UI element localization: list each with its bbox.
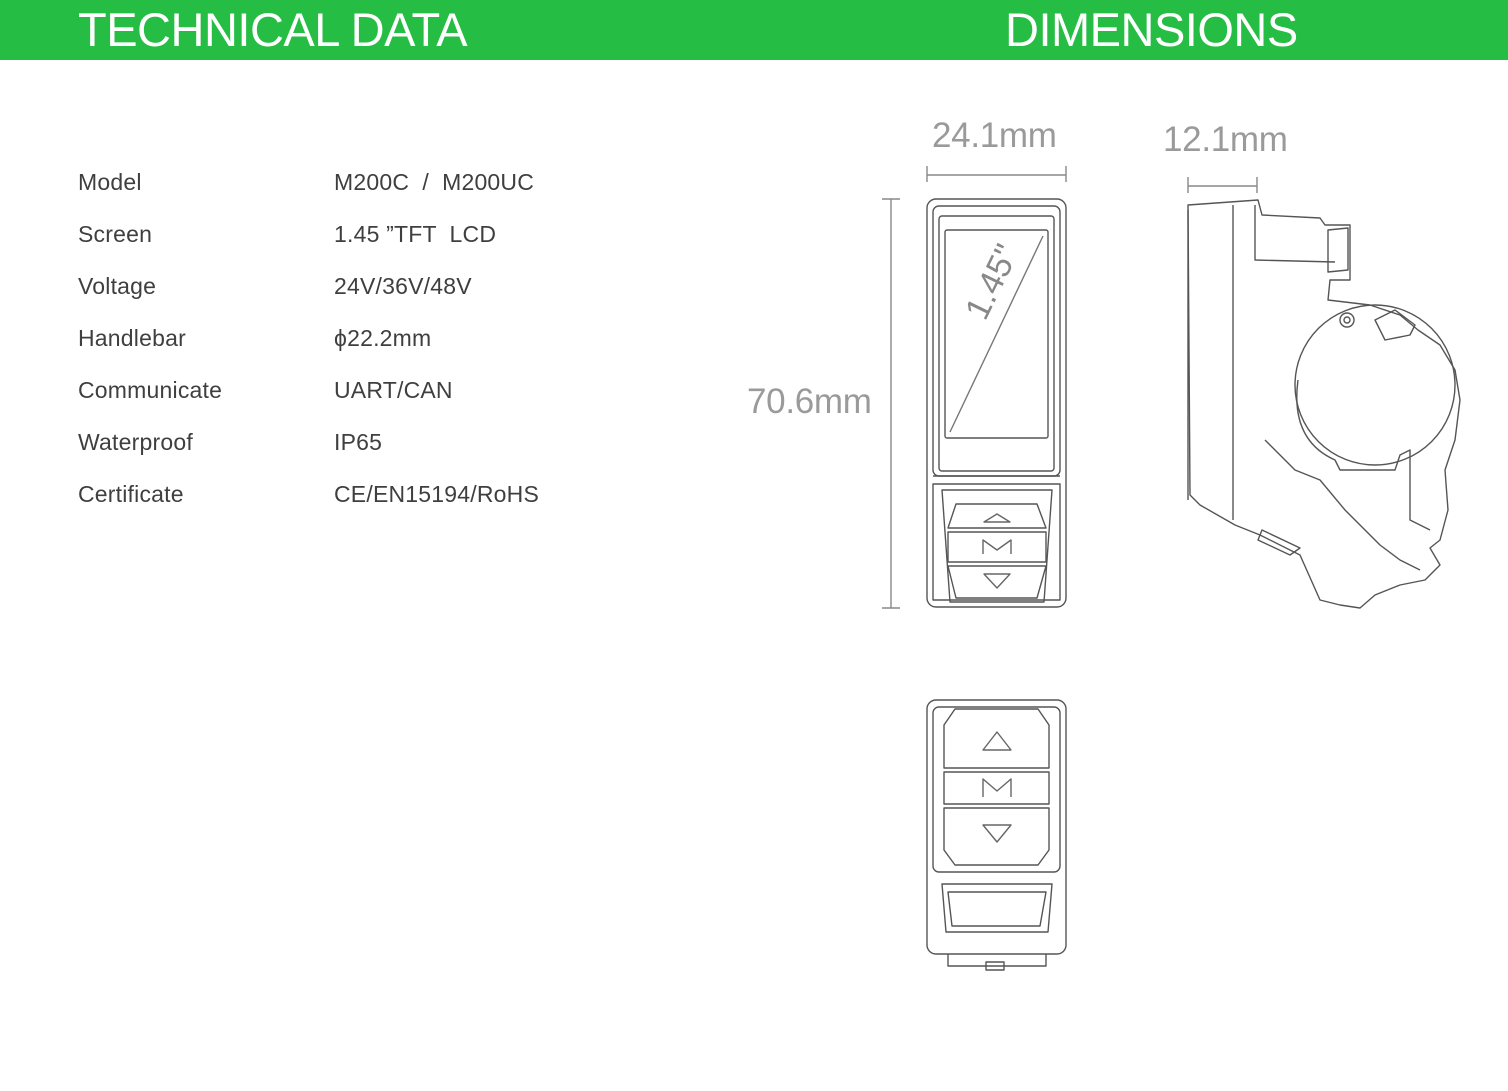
spec-value: UART/CAN <box>334 377 453 403</box>
spec-label: Certificate <box>78 481 184 507</box>
height-dimension-line <box>882 198 900 609</box>
spec-value: CE/EN15194/RoHS <box>334 481 539 507</box>
screen-diagonal-label: 1.45" <box>958 239 1026 326</box>
spec-label: Model <box>78 169 142 195</box>
depth-dimension-label: 12.1mm <box>1163 120 1288 159</box>
dimensions-title: DIMENSIONS <box>1005 3 1298 56</box>
spec-label: Screen <box>78 221 153 247</box>
header-bar: TECHNICAL DATA DIMENSIONS <box>0 0 1508 60</box>
spec-value: 24V/36V/48V <box>334 273 472 299</box>
spec-value: 1.45 ”TFT LCD <box>334 221 497 247</box>
spec-value: M200C / M200UC <box>334 169 535 195</box>
side-view-device <box>1187 199 1461 609</box>
spec-label: Waterproof <box>78 429 193 455</box>
spec-label: Voltage <box>78 273 157 299</box>
height-dimension-label: 70.6mm <box>747 382 872 421</box>
depth-dimension-line <box>1187 177 1258 193</box>
spec-value: IP65 <box>334 429 383 455</box>
spec-value: ϕ22.2mm <box>334 325 432 351</box>
width-dimension-label: 24.1mm <box>932 116 1057 155</box>
width-dimension-line <box>926 166 1067 182</box>
front-view-device <box>926 198 1067 608</box>
spec-label: Communicate <box>78 377 223 403</box>
bottom-view-device <box>926 699 1067 971</box>
spec-label: Handlebar <box>78 325 186 351</box>
technical-data-title: TECHNICAL DATA <box>78 3 468 56</box>
